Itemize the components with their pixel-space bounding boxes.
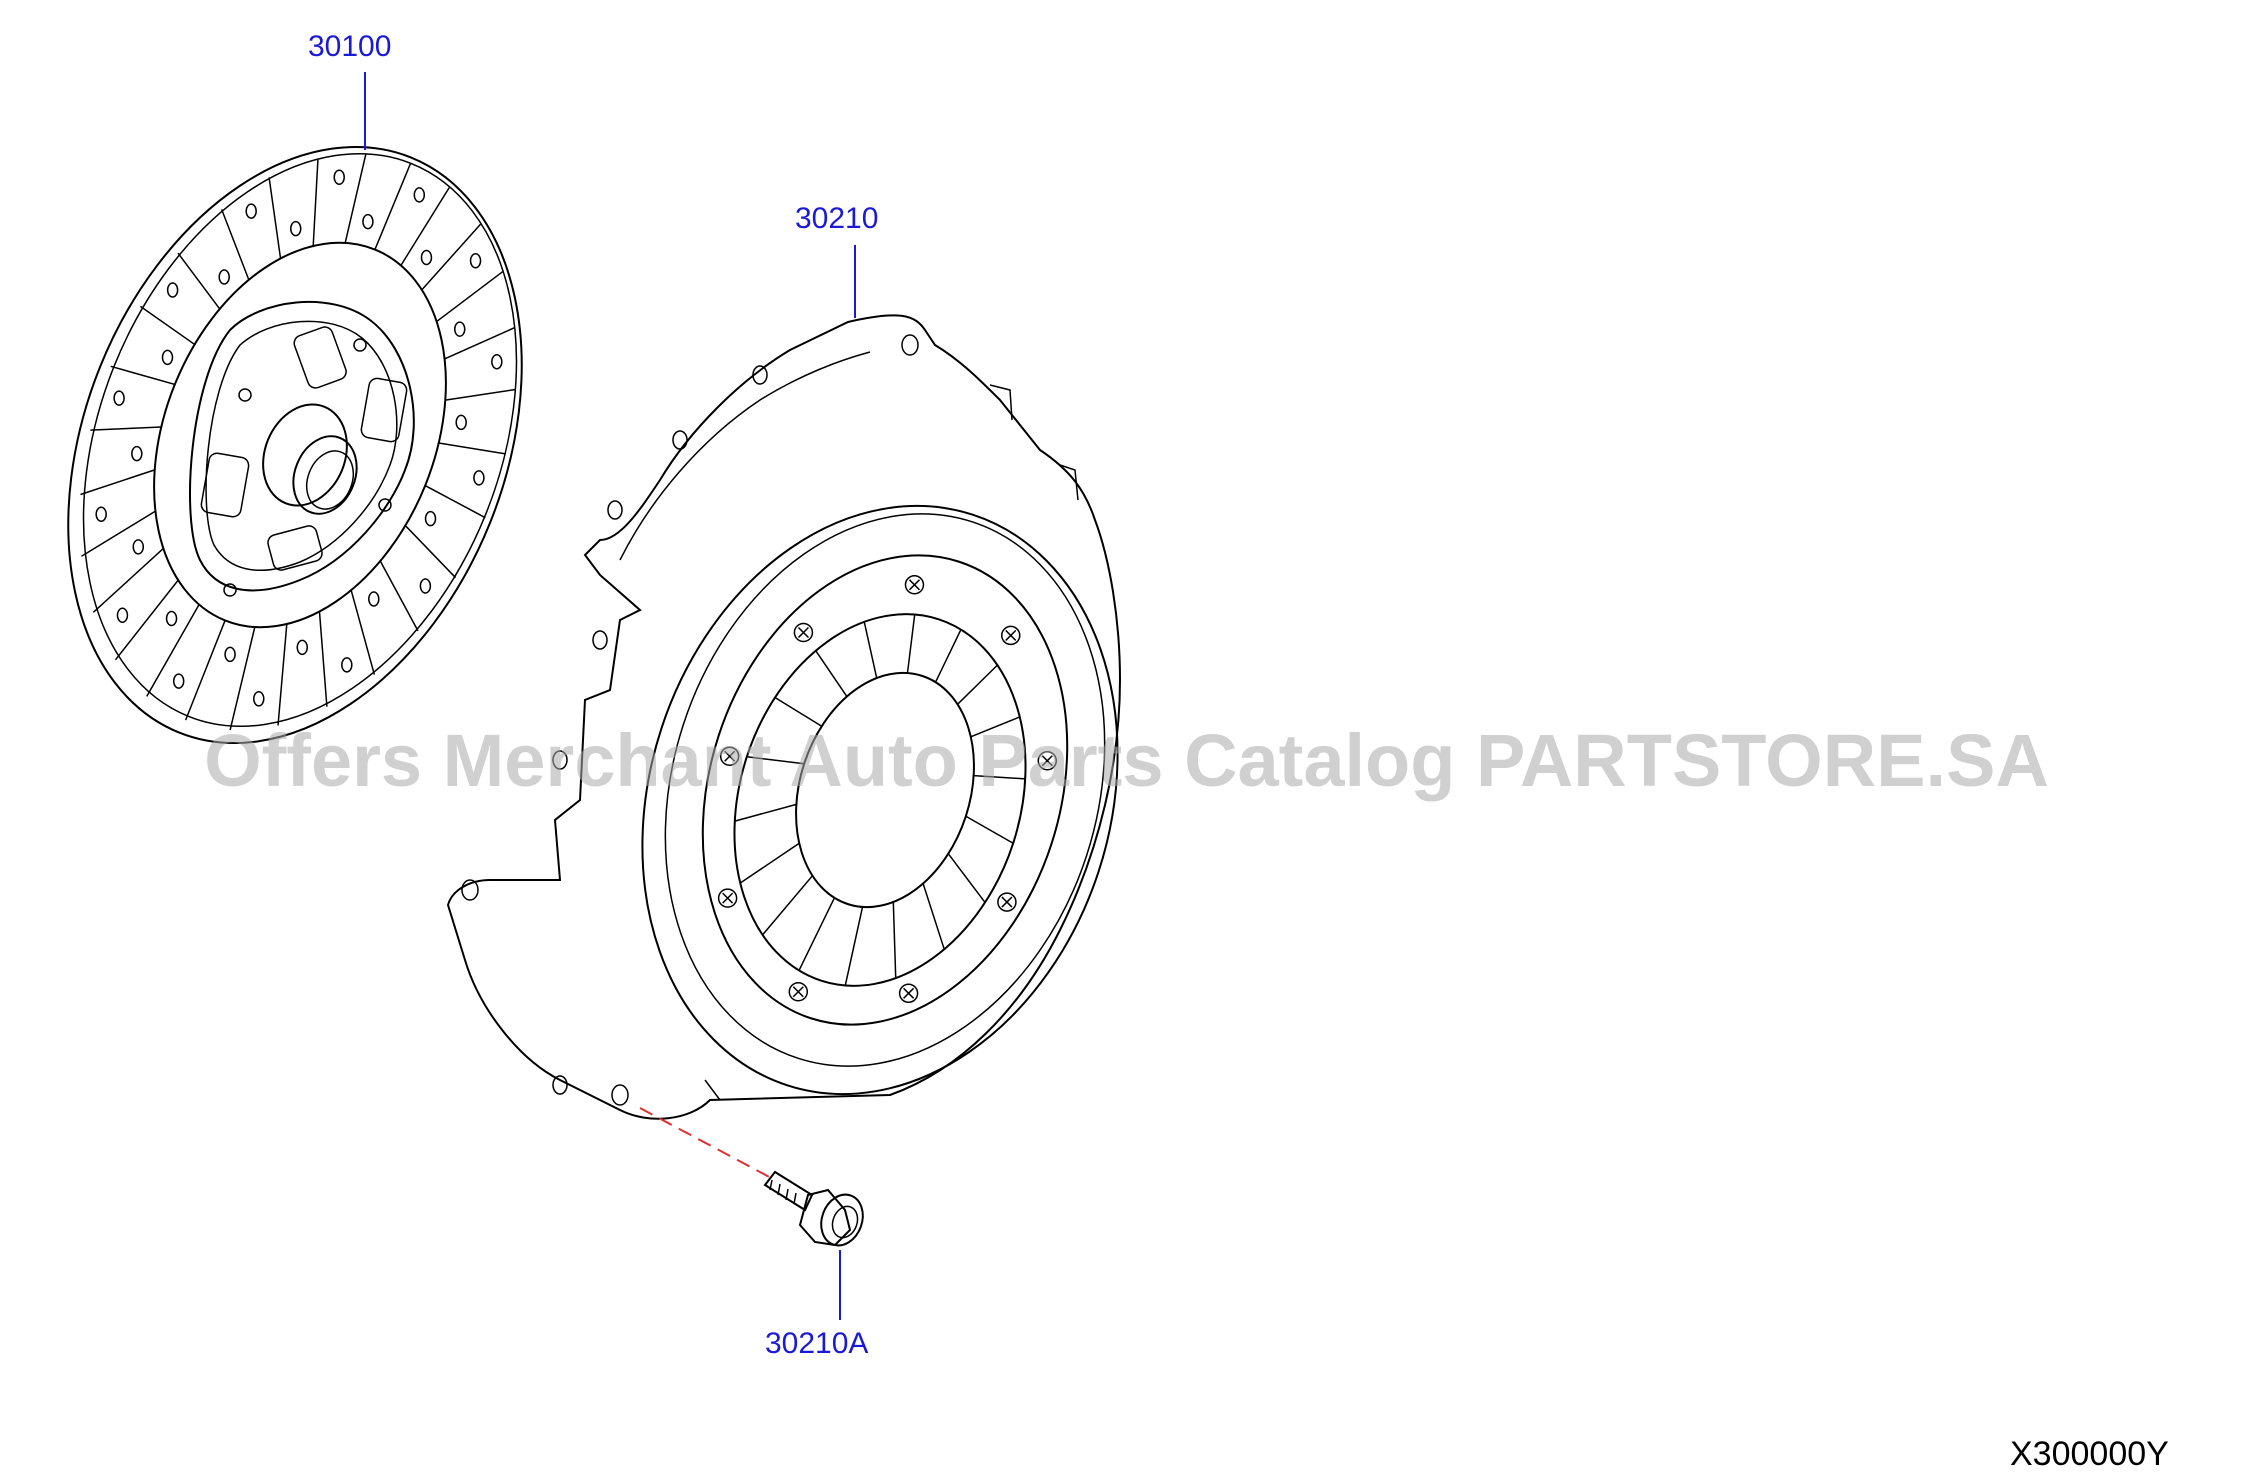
assembly-dashed-line xyxy=(639,1107,776,1181)
diagram-code: X300000Y xyxy=(2010,1435,2169,1473)
callout-30210A[interactable]: 30210A xyxy=(765,1327,869,1360)
cover-bolt[interactable] xyxy=(763,1170,870,1251)
clutch-cover[interactable] xyxy=(446,314,1191,1156)
callout-30100[interactable]: 30100 xyxy=(308,30,392,63)
callout-30210[interactable]: 30210 xyxy=(795,202,879,235)
damper-spring xyxy=(200,326,408,571)
watermark-text: Offers Merchant Auto Parts Catalog PARTS… xyxy=(204,719,2049,802)
clutch-disc[interactable] xyxy=(0,79,606,811)
